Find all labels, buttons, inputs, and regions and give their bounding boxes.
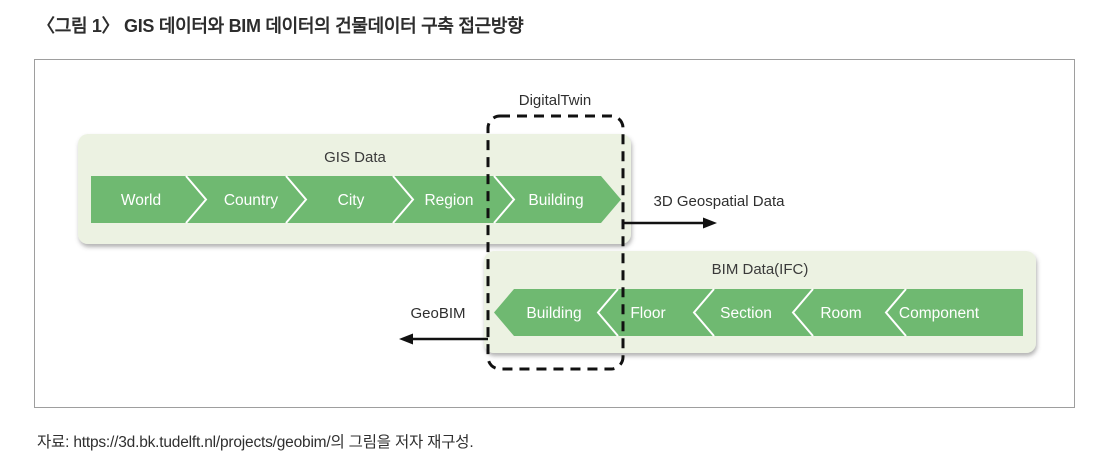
gis-separator-4 xyxy=(493,175,516,224)
geobim-label: GeoBIM xyxy=(410,305,465,322)
digital-twin-label: DigitalTwin xyxy=(519,92,592,109)
gis-separator-2 xyxy=(285,175,308,224)
bim-chevron-bar xyxy=(494,289,1023,336)
gis-panel: GIS Data World Country City Region Build… xyxy=(78,134,631,244)
gis-segment-world: World xyxy=(121,192,161,209)
gis-separator-3 xyxy=(392,175,415,224)
figure-frame: GIS Data World Country City Region Build… xyxy=(34,59,1075,408)
bim-separator-2 xyxy=(692,288,715,337)
geospatial-output: 3D Geospatial Data xyxy=(623,193,785,229)
geospatial-label: 3D Geospatial Data xyxy=(654,193,786,210)
source-note: 자료: https://3d.bk.tudelft.nl/projects/ge… xyxy=(37,434,474,451)
geobim-output: GeoBIM xyxy=(399,305,488,345)
bim-panel-label: BIM Data(IFC) xyxy=(712,261,809,278)
gis-segment-country: Country xyxy=(224,192,279,209)
bim-panel: BIM Data(IFC) Building Floor Section Roo… xyxy=(484,251,1036,353)
figure-title: 〈그림 1〉 GIS 데이터와 BIM 데이터의 건물데이터 구축 접근방향 xyxy=(37,16,524,36)
bim-separator-4 xyxy=(884,288,907,337)
geospatial-arrow-head xyxy=(703,217,717,229)
bim-segment-section: Section xyxy=(720,305,772,322)
bim-segment-building: Building xyxy=(526,305,581,322)
gis-segment-region: Region xyxy=(424,192,473,209)
bim-separator-3 xyxy=(791,288,814,337)
gis-separator-1 xyxy=(185,175,208,224)
bim-segment-room: Room xyxy=(820,305,861,322)
diagram-canvas: GIS Data World Country City Region Build… xyxy=(78,92,1036,371)
bim-segment-floor: Floor xyxy=(630,305,665,322)
gis-segment-building: Building xyxy=(528,192,583,209)
digital-twin-box xyxy=(486,114,625,371)
bim-segment-component: Component xyxy=(899,305,980,322)
geobim-arrow-head xyxy=(399,333,413,345)
gis-segment-city: City xyxy=(338,192,365,209)
gis-panel-label: GIS Data xyxy=(324,149,386,166)
bim-separator-1 xyxy=(596,288,619,337)
